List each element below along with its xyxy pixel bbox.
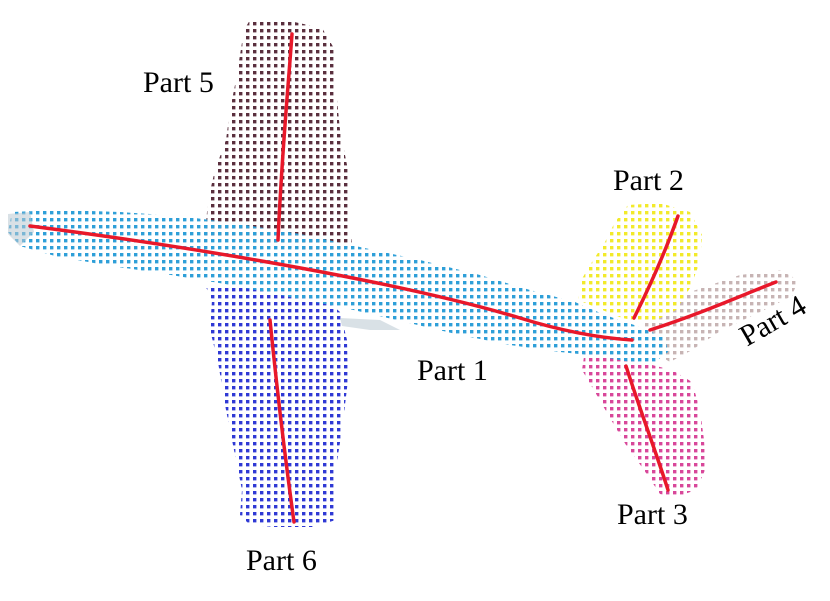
skeleton-curves bbox=[28, 32, 778, 524]
part-3-label: Part 3 bbox=[617, 498, 688, 531]
part-6-label: Part 6 bbox=[246, 544, 317, 577]
skeleton-part-6 bbox=[268, 318, 296, 524]
part-5-upper-wing bbox=[205, 20, 352, 252]
part-5-label: Part 5 bbox=[143, 66, 214, 99]
skeleton-part-2 bbox=[632, 214, 680, 320]
skeleton-part-3 bbox=[624, 364, 670, 492]
part-6-lower-wing bbox=[205, 285, 348, 527]
part-4-horizontal-stabilizer bbox=[640, 270, 798, 362]
part-2-label: Part 2 bbox=[613, 164, 684, 197]
fuselage-trim bbox=[8, 212, 400, 330]
skeleton-part-1 bbox=[28, 224, 634, 342]
skeleton-part-4 bbox=[648, 280, 778, 332]
part-1-label: Part 1 bbox=[417, 354, 488, 387]
skeleton-part-5 bbox=[276, 32, 294, 242]
